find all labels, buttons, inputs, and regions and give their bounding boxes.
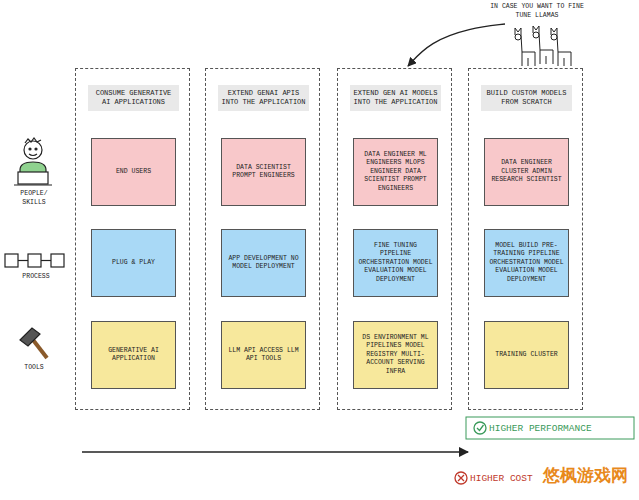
text-holder: PLUG & PLAY bbox=[96, 259, 171, 268]
column-panel: EXTEND GENAI APIS INTO THE APPLICATION DA… bbox=[205, 68, 320, 410]
text-holder: DATA ENGINEER ML ENGINEERS MLOPS ENGINEE… bbox=[358, 151, 433, 194]
box-text: DATA ENGINEER CLUSTER ADMIN RESEARCH SCI… bbox=[489, 159, 564, 185]
box-text: END USERS bbox=[96, 168, 171, 177]
box-text: DATA SCIENTIST PROMPT ENGINEERS bbox=[226, 164, 301, 181]
row-label: PROCESS bbox=[5, 273, 67, 282]
process-box: APP DEVELOPMENT NO MODEL DEPLOYMENT bbox=[221, 229, 306, 297]
row-label: PEOPLE/ SKILLS bbox=[8, 190, 60, 207]
skills-box: END USERS bbox=[91, 138, 176, 206]
llama-sketch bbox=[515, 26, 571, 66]
box-text: MODEL BUILD PRE-TRAINING PIPELINE ORCHES… bbox=[489, 242, 564, 285]
box-text: TRAINING CLUSTER bbox=[489, 351, 564, 360]
row-label: TOOLS bbox=[8, 364, 60, 373]
column-heading: EXTEND GEN AI MODELS INTO THE APPLICATIO… bbox=[350, 85, 441, 111]
box-text: PLUG & PLAY bbox=[96, 259, 171, 268]
progression-arrow bbox=[82, 451, 468, 453]
skills-box: DATA ENGINEER CLUSTER ADMIN RESEARCH SCI… bbox=[484, 138, 569, 206]
hammer-icon bbox=[20, 328, 47, 358]
process-box: PLUG & PLAY bbox=[91, 229, 176, 297]
text-holder: GENERATIVE AI APPLICATION bbox=[96, 347, 171, 364]
watermark: 悠枫游戏网 bbox=[543, 466, 637, 485]
check-icon bbox=[474, 422, 486, 434]
text-holder: FINE TUNING PIPELINE ORCHESTRATION MODEL… bbox=[358, 242, 433, 285]
box-text: DATA ENGINEER ML ENGINEERS MLOPS ENGINEE… bbox=[358, 151, 433, 194]
skills-box: DATA SCIENTIST PROMPT ENGINEERS bbox=[221, 138, 306, 206]
box-text: APP DEVELOPMENT NO MODEL DEPLOYMENT bbox=[226, 255, 301, 272]
box-text: FINE TUNING PIPELINE ORCHESTRATION MODEL… bbox=[358, 242, 433, 285]
box-text: GENERATIVE AI APPLICATION bbox=[96, 347, 171, 364]
text-holder: MODEL BUILD PRE-TRAINING PIPELINE ORCHES… bbox=[489, 242, 564, 285]
cross-icon bbox=[455, 472, 467, 484]
text-holder: DATA SCIENTIST PROMPT ENGINEERS bbox=[226, 164, 301, 181]
tools-box: DS ENVIRONMENT ML PIPELINES MODEL REGIST… bbox=[353, 321, 438, 389]
process-box: FINE TUNING PIPELINE ORCHESTRATION MODEL… bbox=[353, 229, 438, 297]
callout-arrow bbox=[408, 24, 505, 66]
tools-box: LLM API ACCESS LLM API TOOLS bbox=[221, 321, 306, 389]
axis-note: HIGHER PERFORMANCE bbox=[489, 423, 632, 435]
column-heading: BUILD CUSTOM MODELS FROM SCRATCH bbox=[481, 85, 572, 111]
column-panel: EXTEND GEN AI MODELS INTO THE APPLICATIO… bbox=[337, 68, 452, 410]
skills-box: DATA ENGINEER ML ENGINEERS MLOPS ENGINEE… bbox=[353, 138, 438, 206]
box-text: DS ENVIRONMENT ML PIPELINES MODEL REGIST… bbox=[358, 334, 433, 377]
column-heading: CONSUME GENERATIVE AI APPLICATIONS bbox=[88, 85, 179, 111]
column-panel: BUILD CUSTOM MODELS FROM SCRATCH DATA ENG… bbox=[468, 68, 583, 410]
column-heading: EXTEND GENAI APIS INTO THE APPLICATION bbox=[218, 85, 309, 111]
tools-box: GENERATIVE AI APPLICATION bbox=[91, 321, 176, 389]
highlight-frame bbox=[466, 417, 634, 439]
text-holder: LLM API ACCESS LLM API TOOLS bbox=[226, 347, 301, 364]
tools-box: TRAINING CLUSTER bbox=[484, 321, 569, 389]
callout-note: IN CASE YOU WANT TO FINE TUNE LLAMAS bbox=[482, 3, 592, 20]
process-icon bbox=[5, 254, 64, 267]
text-holder: DATA ENGINEER CLUSTER ADMIN RESEARCH SCI… bbox=[489, 159, 564, 185]
axis-note: HIGHER COST bbox=[470, 473, 540, 485]
box-text: LLM API ACCESS LLM API TOOLS bbox=[226, 347, 301, 364]
text-holder: TRAINING CLUSTER bbox=[489, 351, 564, 360]
text-holder: END USERS bbox=[96, 168, 171, 177]
person-icon bbox=[14, 138, 52, 185]
column-panel: CONSUME GENERATIVE AI APPLICATIONS END US… bbox=[75, 68, 190, 410]
text-holder: DS ENVIRONMENT ML PIPELINES MODEL REGIST… bbox=[358, 334, 433, 377]
process-box: MODEL BUILD PRE-TRAINING PIPELINE ORCHES… bbox=[484, 229, 569, 297]
text-holder: APP DEVELOPMENT NO MODEL DEPLOYMENT bbox=[226, 255, 301, 272]
